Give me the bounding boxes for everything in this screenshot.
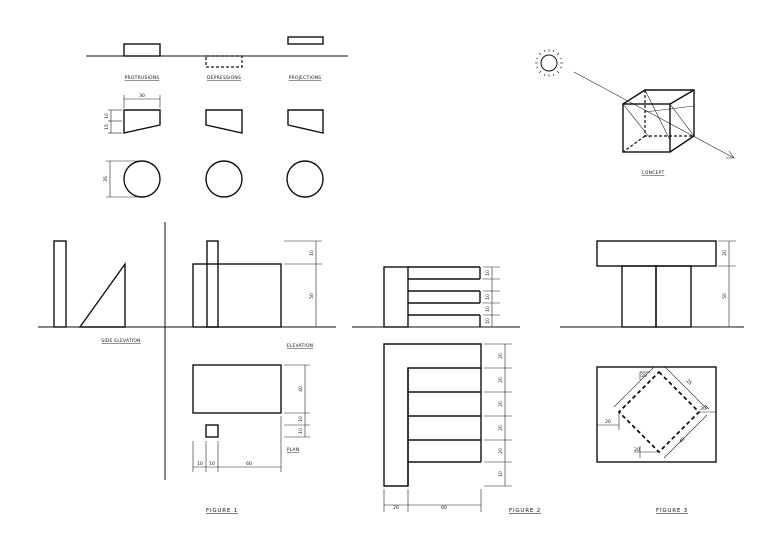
sun-rays <box>535 49 563 77</box>
cube-edge <box>669 89 695 105</box>
dim-text: 20 <box>641 373 647 379</box>
f3-slab <box>596 240 717 267</box>
f3-dim-lines <box>597 365 716 459</box>
dim-text: 20 <box>498 377 504 383</box>
light-ray <box>573 71 735 159</box>
cube-front <box>622 103 671 153</box>
f3-column-right <box>655 265 692 328</box>
dim-text: 10 <box>197 461 203 467</box>
dim-text: 10 <box>498 471 504 477</box>
f3-plan-slab <box>596 366 717 463</box>
elevation-body <box>192 263 282 328</box>
cube-diag <box>669 103 695 137</box>
dim-text: 40 <box>298 386 304 392</box>
projection-block <box>287 36 324 45</box>
dim-text: 10 <box>485 318 491 324</box>
dim-text: 10 <box>485 294 491 300</box>
dim-text: 20 <box>605 419 611 425</box>
side-elevation-column <box>53 240 67 328</box>
dim-text: 10 <box>209 461 215 467</box>
surface-studies: PROTRUSIONS DEPRESSIONS PROJECTIONS 30 1… <box>86 36 348 198</box>
f2-elevation-wall <box>383 266 409 328</box>
elevation-label: ELEVATION <box>287 343 314 349</box>
trapezoid-3 <box>287 109 324 134</box>
dim-circle-text: 35 <box>103 176 109 182</box>
protrusion-block <box>123 43 161 57</box>
f2-plan-l-shape <box>383 343 482 487</box>
dim-text: 20 <box>498 353 504 359</box>
figure-2: 10 10 10 10 20 20 20 20 20 10 20 60 FIGU… <box>352 266 541 514</box>
dim-text: 60 <box>441 505 447 511</box>
f3-column-left <box>621 265 657 328</box>
dim-text: 40 <box>678 436 686 444</box>
depressions-label: DEPRESSIONS <box>207 75 241 81</box>
plan-body <box>192 364 282 414</box>
dim-h1-text: 10 <box>104 113 110 119</box>
side-elevation-triangle <box>78 261 126 328</box>
arrow-head <box>726 150 735 159</box>
concept-diagram: CONCEPT <box>535 49 735 176</box>
dim-text: 20 <box>700 406 706 412</box>
dim-text: 50 <box>309 293 315 299</box>
dim-text: 10 <box>309 250 315 256</box>
dim-text: 50 <box>722 293 728 299</box>
cube-diag <box>644 89 671 141</box>
dim-text: 20 <box>498 401 504 407</box>
circle-3 <box>286 160 324 198</box>
concept-label: CONCEPT <box>642 170 665 176</box>
dim-text: 20 <box>393 505 399 511</box>
figure-3-label: FIGURE 3 <box>656 508 688 514</box>
dim-width-text: 30 <box>139 93 145 99</box>
circle-2 <box>205 160 243 198</box>
dim-text: 10 <box>298 428 304 434</box>
cube-back <box>622 89 695 153</box>
dim-text: 20 <box>722 250 728 256</box>
dim-text: 20 <box>498 448 504 454</box>
dim-text: 25 <box>685 378 693 386</box>
figure-2-label: FIGURE 2 <box>509 508 541 514</box>
circle-1 <box>123 160 161 198</box>
cube-diag <box>622 103 651 139</box>
protrusions-label: PROTRUSIONS <box>125 75 160 81</box>
figure-3: 20 50 25 20 20 40 20 20 FIGURE 3 <box>560 240 744 514</box>
dim-h2-text: 15 <box>104 124 110 130</box>
plan-column <box>205 424 219 438</box>
projections-label: PROJECTIONS <box>289 75 322 81</box>
cube-diag <box>644 105 695 113</box>
cube-hidden-2 <box>622 135 646 153</box>
dim-text: 20 <box>634 447 640 453</box>
depression-block <box>205 55 243 68</box>
side-elevation-label: SIDE ELEVATION <box>101 338 140 344</box>
dim-text: 10 <box>485 306 491 312</box>
trapezoid-2 <box>205 109 243 134</box>
dim-text: 10 <box>298 416 304 422</box>
trapezoid-1 <box>123 109 161 134</box>
sun-icon <box>540 54 558 72</box>
figure-1: SIDE ELEVATION 10 50 ELEVATION 40 10 10 … <box>38 222 336 514</box>
dim-text: 60 <box>246 461 252 467</box>
dim-text: 20 <box>498 425 504 431</box>
elevation-column <box>206 240 219 328</box>
plan-label: PLAN <box>287 447 300 453</box>
dim-text: 10 <box>485 270 491 276</box>
figure-1-label: FIGURE 1 <box>206 508 238 514</box>
